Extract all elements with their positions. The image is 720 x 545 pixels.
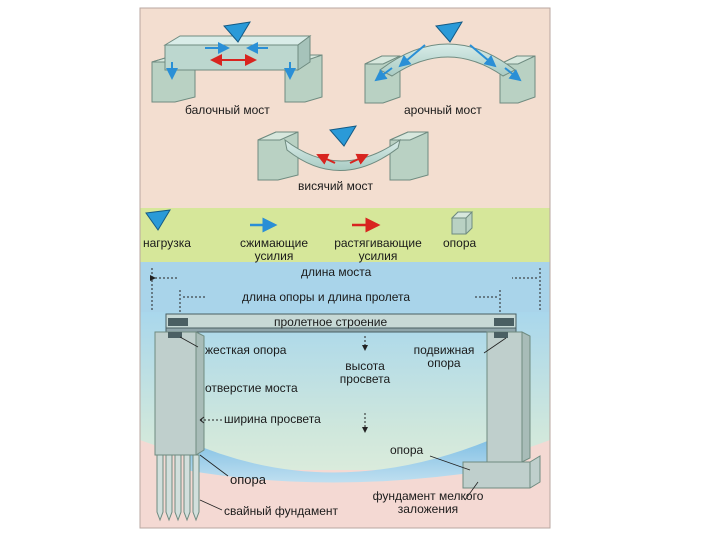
arch-bridge-label: арочный мост — [404, 103, 482, 117]
water — [185, 440, 490, 483]
load-icon — [145, 209, 171, 231]
superstructure-deck — [165, 313, 517, 333]
shallow-foundation-label: фундамент мелкого заложения — [372, 489, 484, 516]
support-right-label: опора — [390, 443, 424, 457]
beam-bridge-illustration — [151, 21, 323, 103]
clearance-height-label: высота просвета — [339, 359, 391, 386]
bridge-length-label: длина моста — [301, 265, 372, 279]
clearance-width-dimension — [199, 416, 222, 424]
beam-bridge-label: балочный мост — [185, 103, 270, 117]
left-pier — [154, 331, 205, 522]
pile-foundation-label: свайный фундамент — [224, 504, 338, 518]
legend-load-label: нагрузка — [143, 236, 191, 250]
ground — [140, 440, 550, 528]
support-span-length-label: длина опоры и длина пролета — [242, 290, 411, 304]
arch-bridge-illustration — [364, 21, 536, 104]
support-left-label: опора — [230, 472, 266, 487]
legend-compression-label: сжимающие усилия — [239, 236, 309, 263]
suspension-bridge-illustration — [257, 125, 429, 181]
superstructure-label: пролетное строение — [274, 315, 388, 329]
legend-band — [140, 208, 550, 262]
right-pier — [462, 331, 541, 489]
movable-support-label: подвижная опора — [413, 343, 475, 370]
clearance-width-label: ширина просвета — [224, 412, 321, 426]
legend-support-label: опора — [443, 236, 477, 250]
suspension-bridge-label: висячий мост — [298, 179, 373, 193]
legend-tension-label: растягивающие усилия — [334, 236, 422, 263]
support-block-icon — [450, 211, 474, 235]
sky-band — [140, 262, 550, 312]
span-length-dimension — [179, 290, 501, 318]
bridge-length-dimension — [150, 268, 541, 310]
bridge-opening-label: отверстие моста — [205, 381, 298, 395]
rigid-support-label: жесткая опора — [205, 343, 287, 357]
